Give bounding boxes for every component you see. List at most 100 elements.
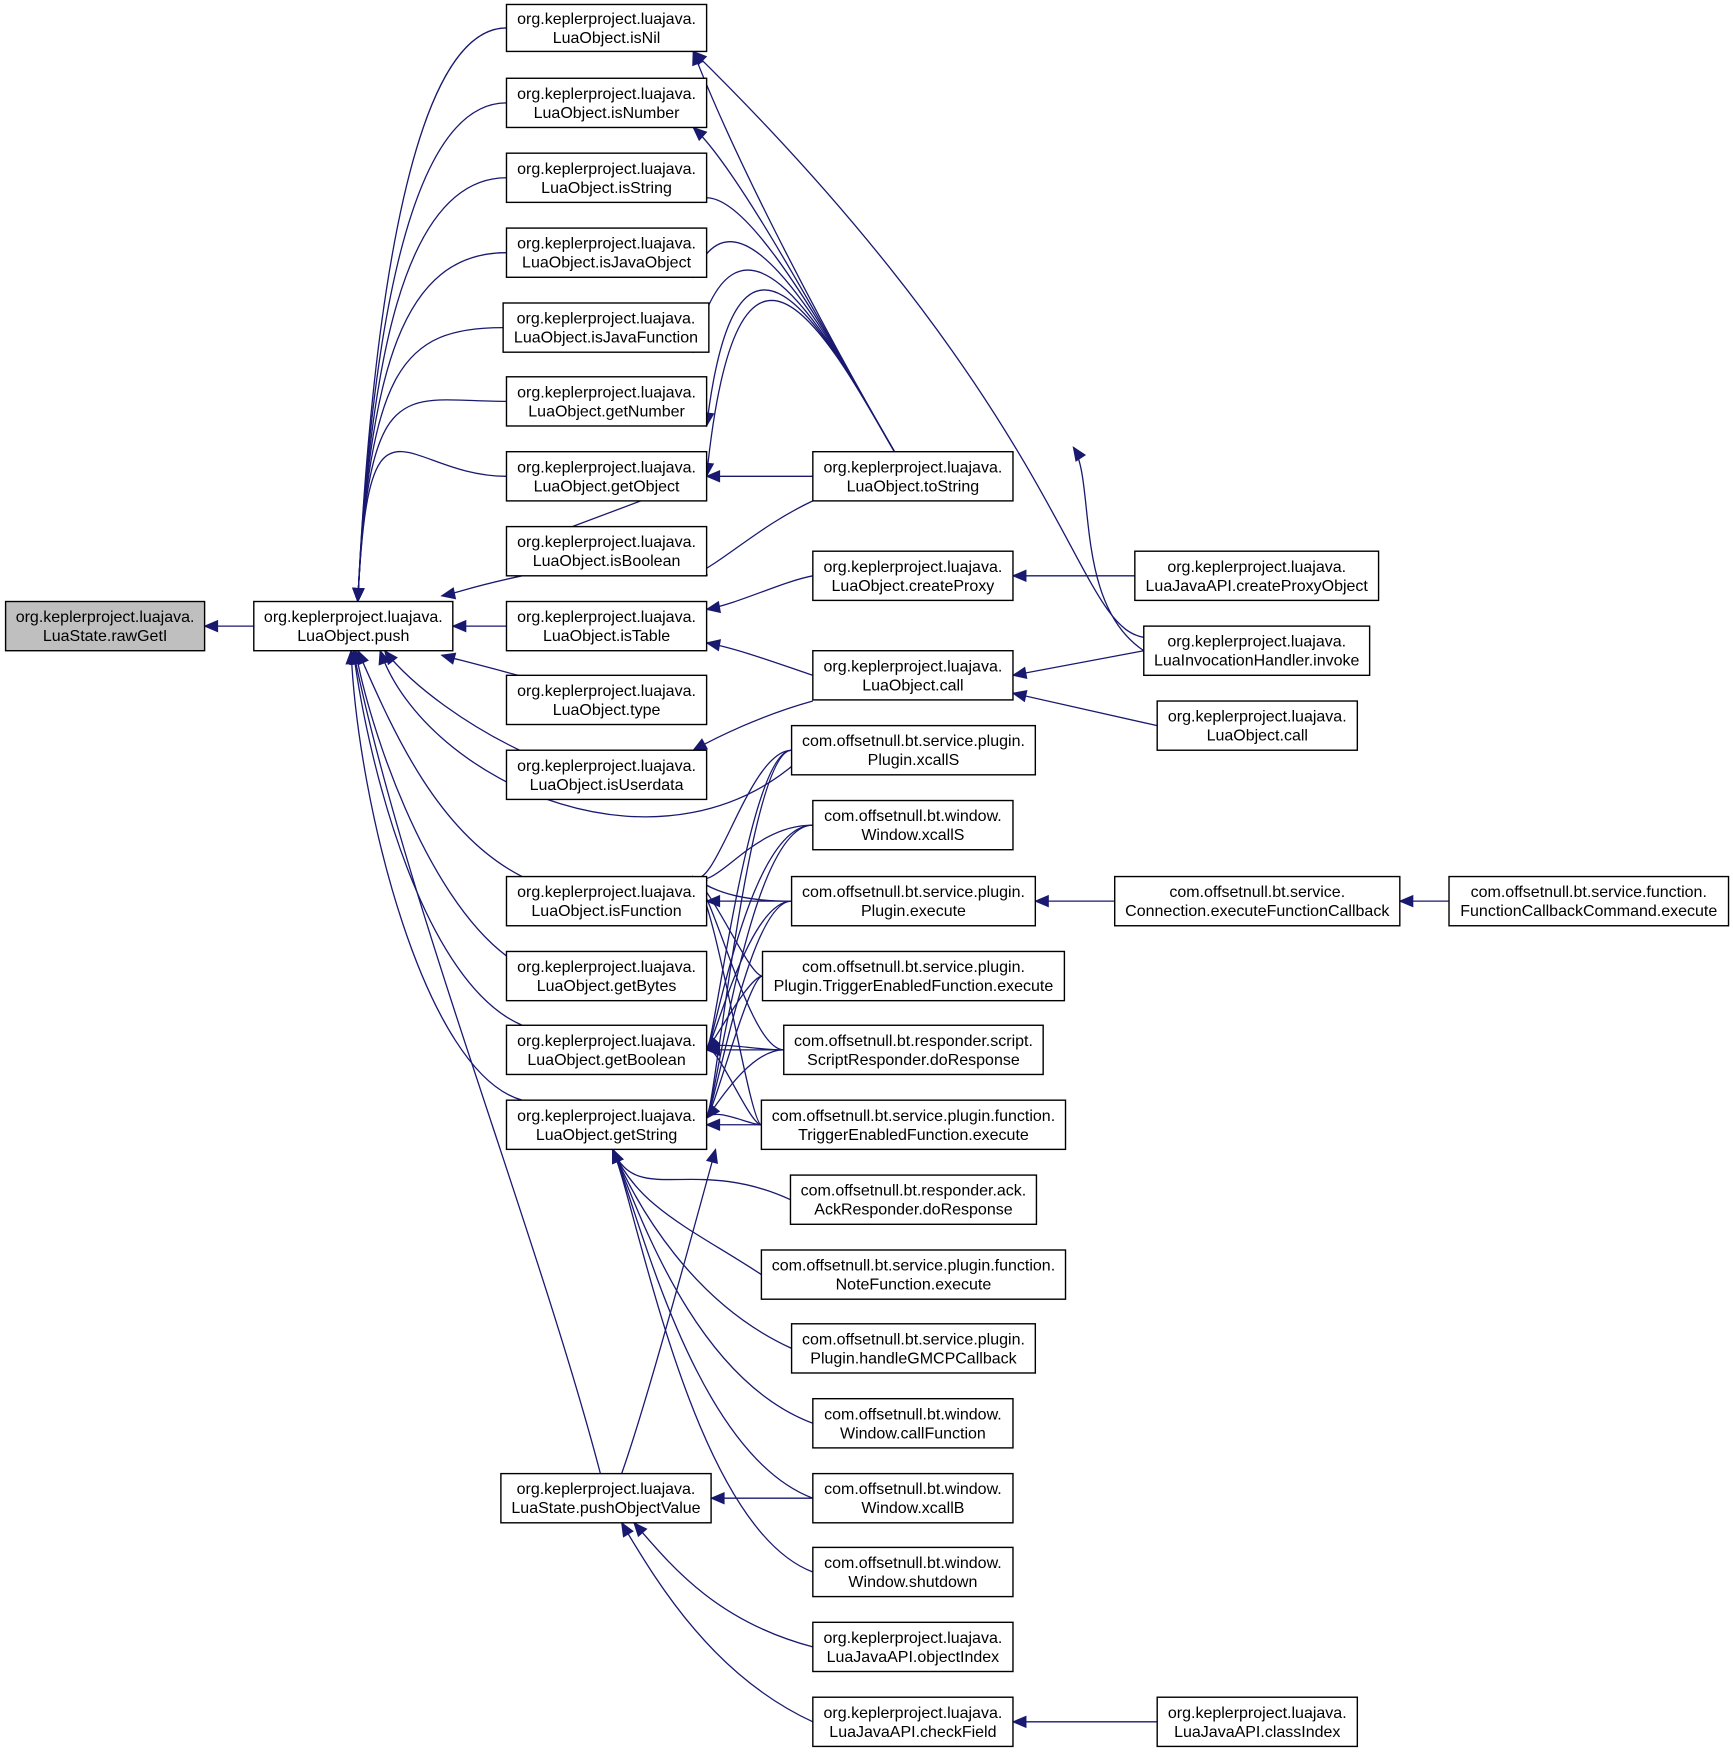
node-box <box>505 3 708 53</box>
node-label-method: LuaObject.isString <box>541 180 672 197</box>
node-box <box>505 152 708 204</box>
graph-node-is-boolean[interactable]: org.keplerproject.luajava.LuaObject.isBo… <box>505 525 708 577</box>
graph-node-class-index[interactable]: org.keplerproject.luajava.LuaJavaAPI.cla… <box>1156 1696 1359 1748</box>
graph-node-check-field[interactable]: org.keplerproject.luajava.LuaJavaAPI.che… <box>812 1696 1014 1748</box>
node-label-package: org.keplerproject.luajava. <box>517 1481 696 1498</box>
node-label-method: Window.xcallB <box>861 1500 964 1517</box>
graph-node-plugin-execute[interactable]: com.offsetnull.bt.service.plugin.Plugin.… <box>790 875 1037 927</box>
node-label-package: com.offsetnull.bt.window. <box>824 808 1002 825</box>
node-label-package: com.offsetnull.bt.service.plugin. <box>802 733 1025 750</box>
node-label-package: org.keplerproject.luajava. <box>1167 559 1346 576</box>
graph-node-get-boolean[interactable]: org.keplerproject.luajava.LuaObject.getB… <box>505 1024 708 1076</box>
graph-node-raw-get-i[interactable]: org.keplerproject.luajava.LuaState.rawGe… <box>4 600 206 652</box>
graph-node-note-execute[interactable]: com.offsetnull.bt.service.plugin.functio… <box>760 1249 1067 1300</box>
graph-node-get-string[interactable]: org.keplerproject.luajava.LuaObject.getS… <box>505 1099 708 1151</box>
graph-node-is-table[interactable]: org.keplerproject.luajava.LuaObject.isTa… <box>505 600 708 652</box>
graph-node-create-proxy-object[interactable]: org.keplerproject.luajava.LuaJavaAPI.cre… <box>1134 550 1380 602</box>
node-label-package: org.keplerproject.luajava. <box>517 758 696 775</box>
graph-node-is-nil[interactable]: org.keplerproject.luajava.LuaObject.isNi… <box>505 3 708 53</box>
graph-node-is-number[interactable]: org.keplerproject.luajava.LuaObject.isNu… <box>505 77 708 129</box>
node-label-package: org.keplerproject.luajava. <box>517 86 696 103</box>
graph-node-to-string[interactable]: org.keplerproject.luajava.LuaObject.toSt… <box>812 450 1014 502</box>
graph-node-is-function[interactable]: org.keplerproject.luajava.LuaObject.isFu… <box>505 875 708 927</box>
node-label-package: org.keplerproject.luajava. <box>517 534 696 551</box>
graph-node-invoke[interactable]: org.keplerproject.luajava.LuaInvocationH… <box>1143 625 1371 677</box>
call-edge <box>692 241 896 453</box>
node-box <box>502 302 710 353</box>
graph-node-ack-do-response[interactable]: com.offsetnull.bt.responder.ack.AckRespo… <box>789 1174 1038 1225</box>
graph-node-push-object-value[interactable]: org.keplerproject.luajava.LuaState.pushO… <box>500 1472 712 1524</box>
node-box <box>1448 875 1730 927</box>
node-box <box>505 950 708 1002</box>
node-label-package: com.offsetnull.bt.service.plugin.functio… <box>772 1108 1055 1125</box>
node-label-method: Plugin.TriggerEnabledFunction.execute <box>774 978 1054 995</box>
node-label-method: ScriptResponder.doResponse <box>807 1052 1020 1069</box>
call-edge <box>1072 446 1145 652</box>
graph-node-object-index[interactable]: org.keplerproject.luajava.LuaJavaAPI.obj… <box>812 1621 1014 1673</box>
node-box <box>505 376 708 427</box>
node-label-method: LuaJavaAPI.objectIndex <box>827 1649 1000 1666</box>
node-label-package: com.offsetnull.bt.service.plugin. <box>802 1331 1025 1348</box>
node-label-method: Window.shutdown <box>848 1574 977 1591</box>
graph-node-call1[interactable]: org.keplerproject.luajava.LuaObject.call <box>812 650 1014 701</box>
node-label-method: FunctionCallbackCommand.execute <box>1460 903 1717 920</box>
edge-arrowhead <box>705 639 722 652</box>
node-label-package: org.keplerproject.luajava. <box>517 11 696 28</box>
graph-node-gmcp[interactable]: com.offsetnull.bt.service.plugin.Plugin.… <box>790 1323 1037 1374</box>
graph-node-is-userdata[interactable]: org.keplerproject.luajava. LuaObject.isUs… <box>505 749 708 801</box>
graph-node-pte-execute[interactable]: com.offsetnull.bt.service.plugin.Plugin.… <box>761 950 1066 1002</box>
node-label-package: org.keplerproject.luajava. <box>16 609 195 626</box>
graph-node-get-bytes[interactable]: org.keplerproject.luajava.LuaObject.getB… <box>505 950 708 1002</box>
graph-node-call-function[interactable]: com.offsetnull.bt.window.Window.callFunc… <box>812 1397 1014 1449</box>
node-label-method: LuaObject.isUserdata <box>530 777 684 794</box>
node-label-method: NoteFunction.execute <box>836 1277 992 1294</box>
call-edge <box>612 1149 762 1276</box>
node-label-package: com.offsetnull.bt.service.function. <box>1471 884 1707 901</box>
node-box <box>812 799 1014 851</box>
graph-node-type[interactable]: org.keplerproject.luajava.LuaObject.type <box>505 674 708 726</box>
node-label-method: LuaObject.createProxy <box>832 578 995 595</box>
call-edge <box>1012 650 1144 676</box>
call-edge <box>357 451 507 602</box>
node-box <box>505 674 708 726</box>
node-label-package: org.keplerproject.luajava. <box>517 311 696 328</box>
graph-node-plugin-xcall-s[interactable]: com.offsetnull.bt.service.plugin.Plugin.… <box>790 724 1037 776</box>
graph-node-is-string[interactable]: org.keplerproject.luajava.LuaObject.isSt… <box>505 152 708 204</box>
graph-node-is-java-object[interactable]: org.keplerproject.luajava.LuaObject.isJa… <box>505 227 708 278</box>
node-label-method: Window.xcallS <box>861 827 964 844</box>
graph-node-create-proxy[interactable]: org.keplerproject.luajava. LuaObject.crea… <box>812 550 1014 602</box>
node-label-method: LuaInvocationHandler.invoke <box>1154 653 1360 670</box>
node-label-package: com.offsetnull.bt.service.plugin. <box>802 884 1025 901</box>
node-label-package: com.offsetnull.bt.window. <box>824 1555 1002 1572</box>
node-label-package: org.keplerproject.luajava. <box>517 236 696 253</box>
node-box <box>505 1024 708 1076</box>
graph-node-call2[interactable]: org.keplerproject.luajava.LuaObject.call <box>1156 700 1359 751</box>
node-box <box>1134 550 1380 602</box>
graph-node-is-java-function[interactable]: org.keplerproject.luajava.LuaObject.isJa… <box>502 302 710 353</box>
node-box <box>505 1099 708 1151</box>
node-box <box>812 550 1014 602</box>
graph-node-get-object[interactable]: org.keplerproject.luajava.LuaObject.getO… <box>505 450 708 502</box>
graph-node-exec-fn-callback[interactable]: com.offsetnull.bt.service.Connection.exe… <box>1114 875 1401 927</box>
node-box <box>505 875 708 927</box>
node-box <box>790 875 1037 927</box>
graph-node-xcall-b[interactable]: com.offsetnull.bt.window.Window.xcallB <box>812 1472 1014 1524</box>
graph-node-tef-execute[interactable]: com.offsetnull.bt.service.plugin.functio… <box>760 1099 1067 1151</box>
graph-node-push[interactable]: org.keplerproject.luajava.LuaObject.push <box>253 600 454 652</box>
graph-node-window-xcall-s[interactable]: com.offsetnull.bt.window. Window.xcallS <box>812 799 1014 851</box>
call-edge <box>633 1522 813 1648</box>
graph-node-shutdown[interactable]: com.offsetnull.bt.window. Window.shutdown <box>812 1546 1014 1598</box>
node-label-package: org.keplerproject.luajava. <box>824 559 1003 576</box>
call-edge <box>357 27 507 602</box>
node-label-package: com.offsetnull.bt.responder.script. <box>794 1033 1033 1050</box>
edge-arrowhead <box>705 1148 718 1165</box>
call-edge <box>1012 692 1158 727</box>
node-label-package: org.keplerproject.luajava. <box>264 609 443 626</box>
graph-node-get-number[interactable]: org.keplerproject.luajava.LuaObject.getN… <box>505 376 708 427</box>
graph-node-fcb-execute[interactable]: com.offsetnull.bt.service.function. Funct… <box>1448 875 1730 927</box>
node-box <box>505 227 708 278</box>
node-box <box>812 1621 1014 1673</box>
edge-arrowhead <box>349 649 363 666</box>
node-box <box>783 1024 1044 1076</box>
graph-node-script-do-response[interactable]: com.offsetnull.bt.responder.script. Scrip… <box>783 1024 1044 1076</box>
